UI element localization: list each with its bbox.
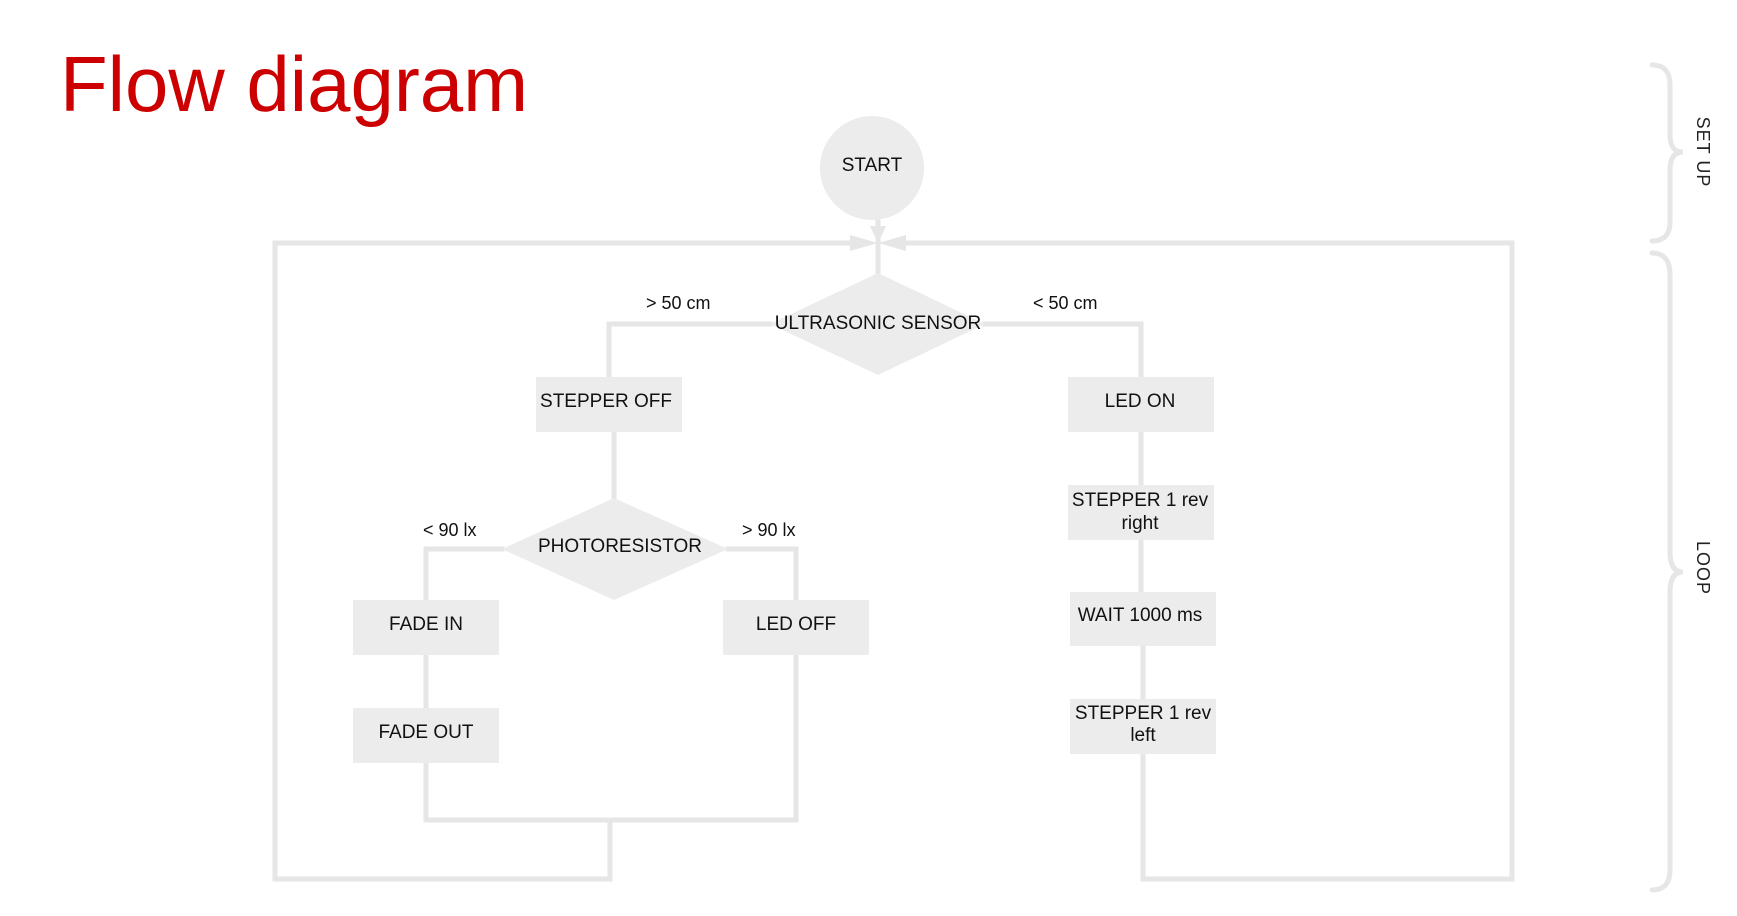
loop-return-left	[272, 240, 858, 882]
fade-in-label: FADE IN	[389, 614, 463, 635]
arrow-from-left-icon	[850, 235, 878, 251]
ultrasonic-sensor-node	[770, 273, 985, 375]
stepper-left-label-line1: STEPPER 1 rev	[1075, 703, 1212, 724]
stepper-left-node	[1070, 699, 1216, 754]
led-off-node	[723, 600, 869, 655]
connector-photo-right	[725, 546, 799, 603]
stepper-right-label-line1: STEPPER 1 rev	[1072, 490, 1209, 511]
page-title: Flow diagram	[60, 40, 529, 128]
photoresistor-node	[502, 498, 728, 600]
photoresistor-label: PHOTORESISTOR	[538, 536, 702, 557]
loop-phase-label: LOOP	[1693, 541, 1713, 595]
setup-brace-icon	[1649, 62, 1684, 244]
loop-brace-icon	[1649, 250, 1684, 893]
stepper-off-label: STEPPER OFF	[540, 391, 672, 412]
stepper-off-node	[536, 377, 682, 432]
wait-node	[1070, 592, 1216, 646]
fade-out-label: FADE OUT	[378, 722, 473, 743]
merge-arrows	[850, 226, 906, 251]
arrow-from-right-icon	[878, 235, 906, 251]
connector-ultra-right	[982, 321, 1144, 380]
edge-label-light-high: > 90 lx	[742, 520, 796, 540]
wait-label: WAIT 1000 ms	[1078, 605, 1203, 626]
arrow-from-top-icon	[870, 226, 886, 243]
phase-braces	[1649, 62, 1684, 893]
stepper-right-node	[1068, 485, 1214, 540]
connector-photo-left	[423, 546, 505, 603]
stepper-left-label-line2: left	[1130, 725, 1156, 746]
fade-in-node	[353, 600, 499, 655]
edge-label-far: > 50 cm	[646, 293, 711, 313]
ultrasonic-sensor-label: ULTRASONIC SENSOR	[775, 313, 982, 334]
fade-out-node	[353, 708, 499, 763]
connectors	[272, 213, 1515, 882]
connector-ultra-left	[606, 321, 773, 380]
start-node	[820, 116, 924, 220]
led-on-label: LED ON	[1105, 391, 1176, 412]
led-off-label: LED OFF	[756, 614, 836, 635]
start-label: START	[842, 155, 903, 176]
edge-label-light-low: < 90 lx	[423, 520, 477, 540]
setup-phase-label: SET UP	[1693, 117, 1713, 188]
stepper-right-label-line2: right	[1122, 513, 1160, 534]
led-on-node	[1068, 377, 1214, 432]
nodes	[353, 116, 1216, 763]
edge-label-near: < 50 cm	[1033, 293, 1098, 313]
loop-return-right	[898, 240, 1515, 882]
